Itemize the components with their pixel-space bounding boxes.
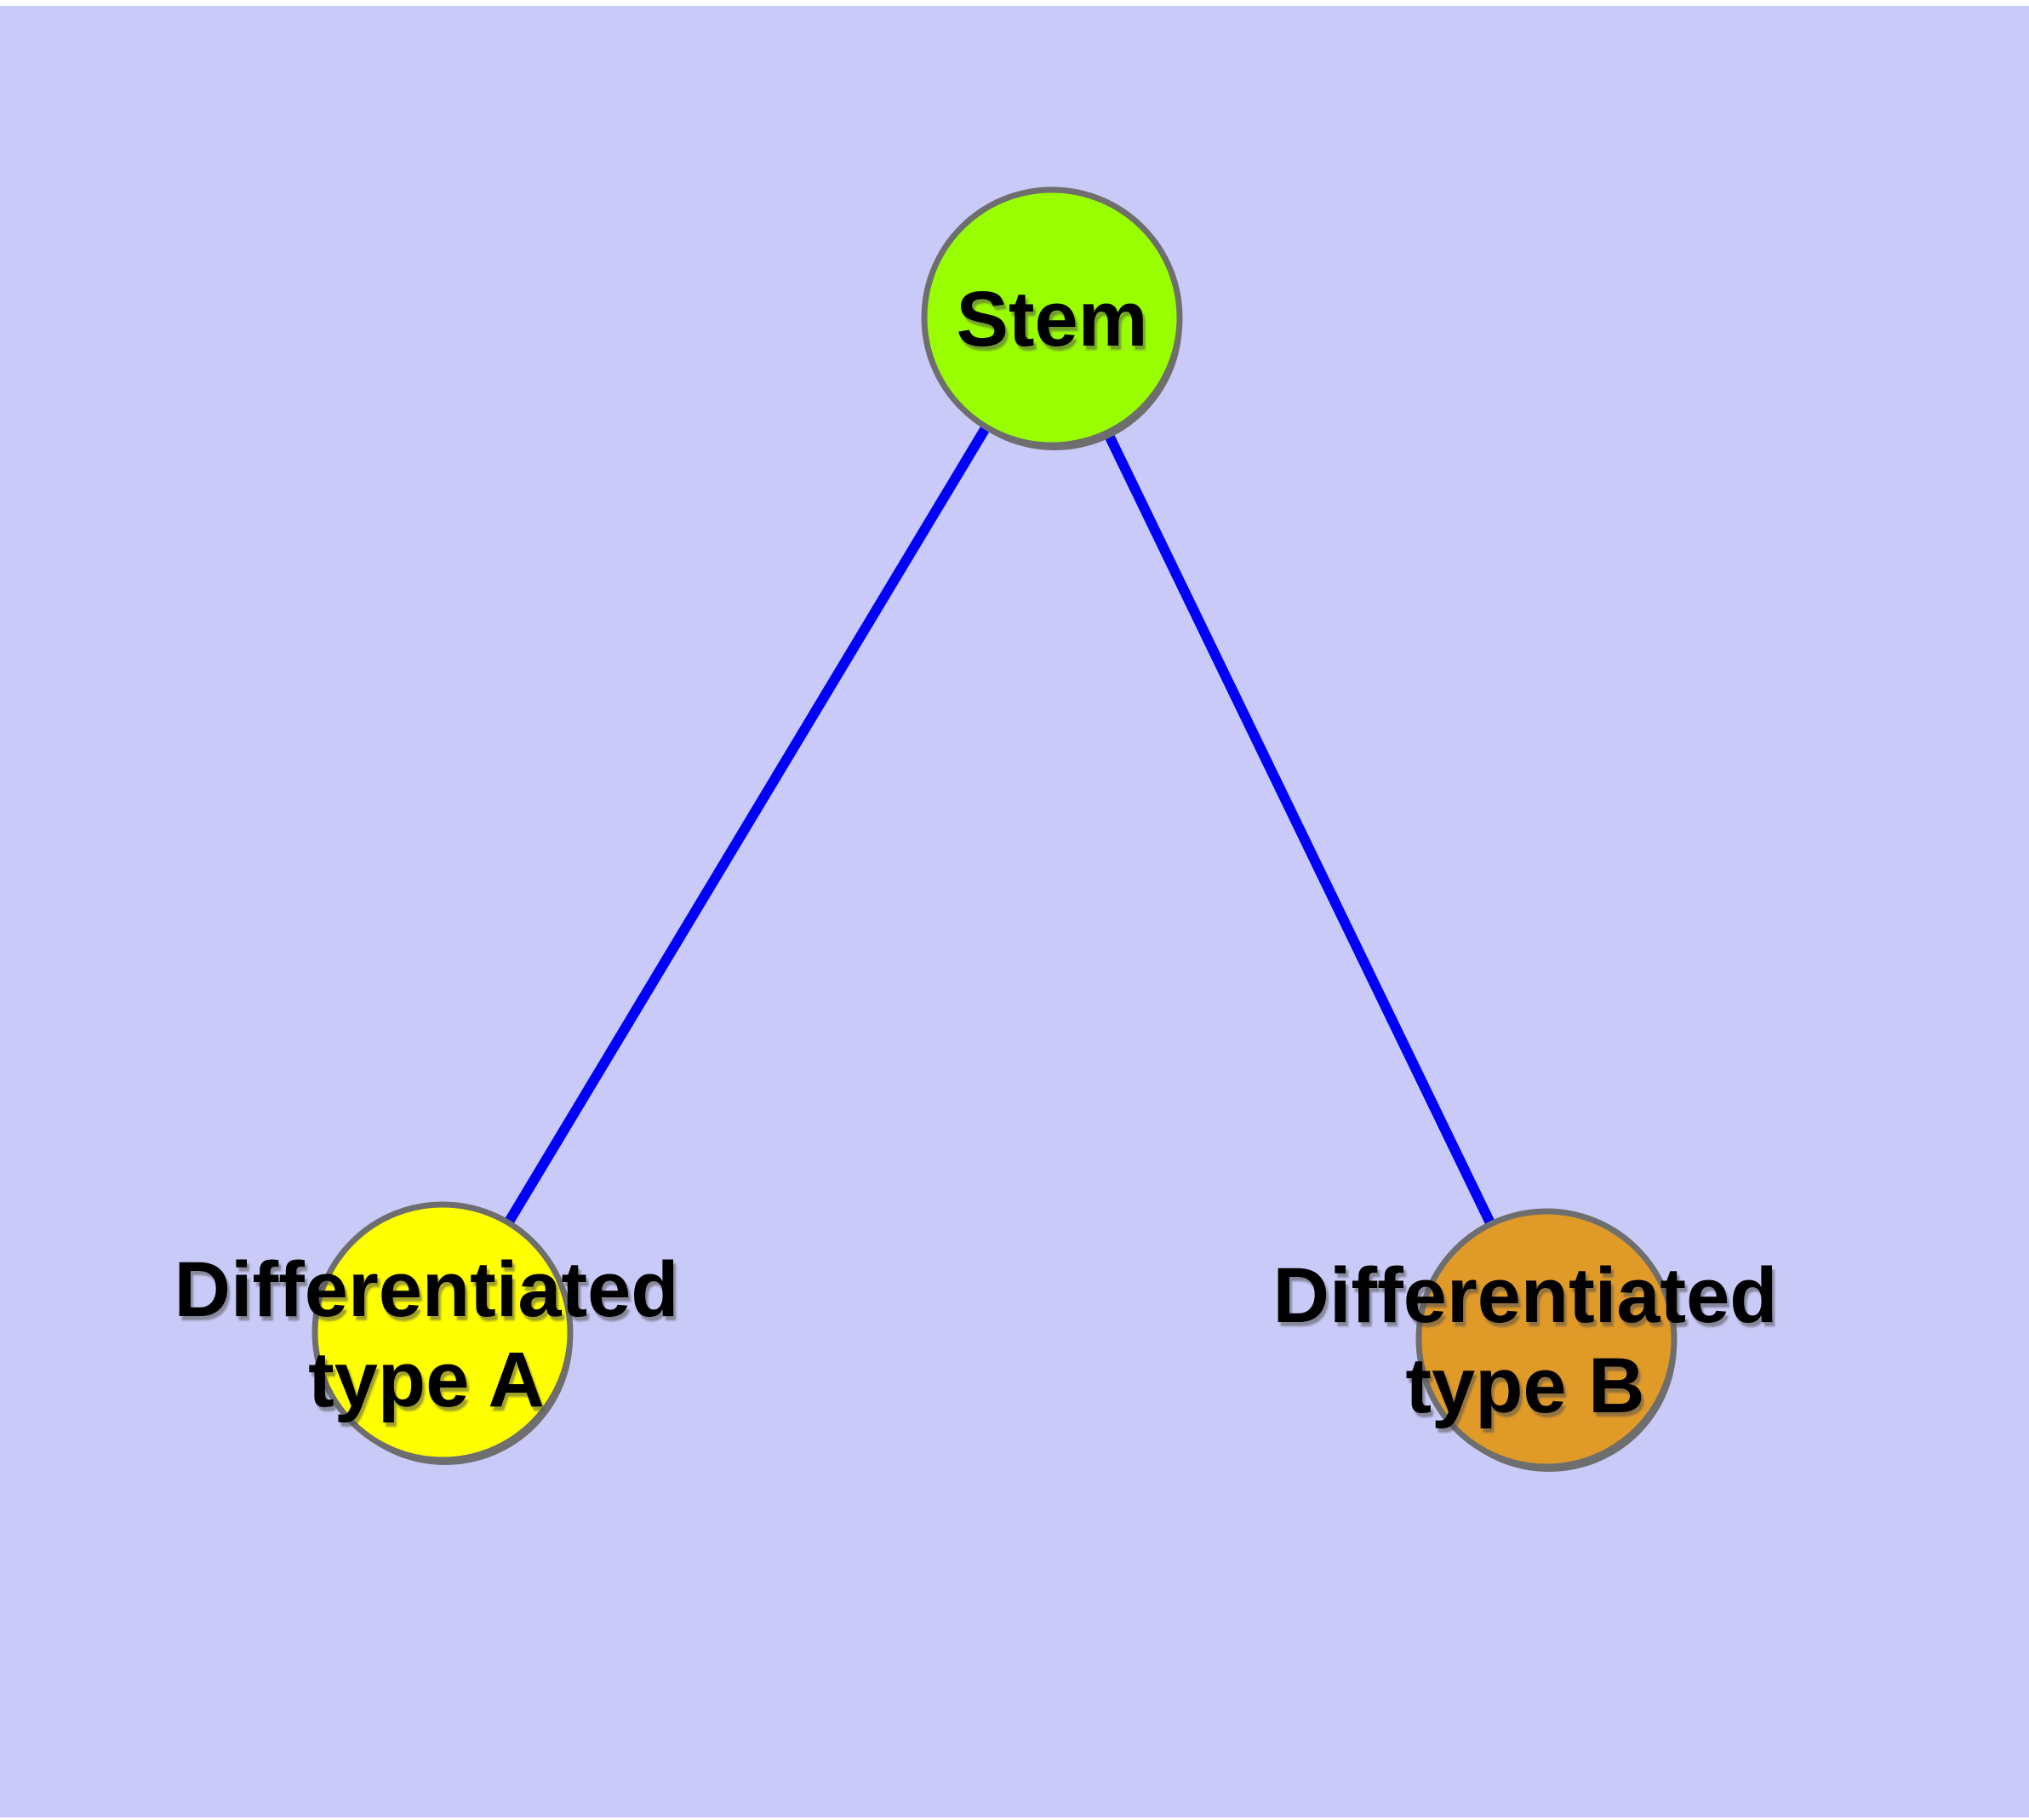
edge-stem-to-type-b	[1047, 315, 1552, 1342]
node-differentiated-type-b	[1415, 1208, 1677, 1470]
edge-stem-to-type-a	[437, 314, 1057, 1336]
node-differentiated-type-a	[311, 1201, 574, 1463]
node-stem	[921, 186, 1183, 449]
